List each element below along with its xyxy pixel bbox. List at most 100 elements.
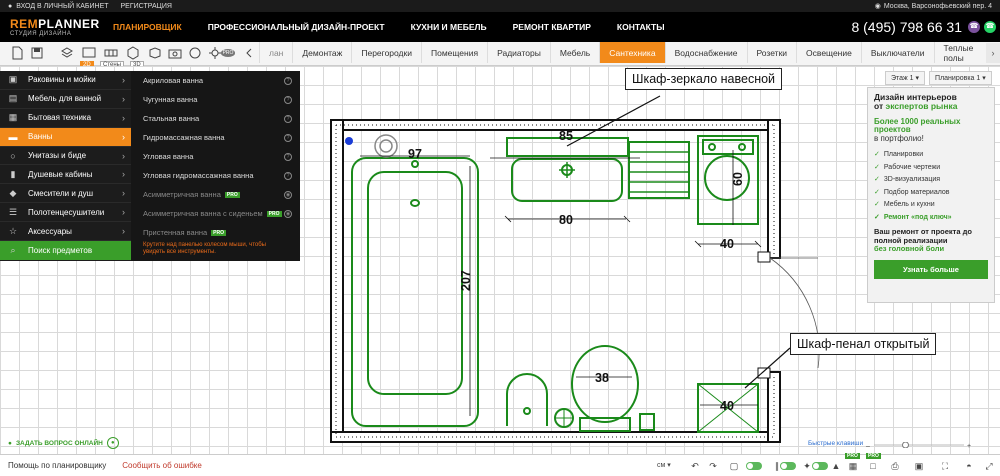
tab-9[interactable]: Освещение [796,42,861,63]
tab-8[interactable]: Розетки [746,42,797,63]
callout-mirror-cabinet[interactable]: Шкаф-зеркало навесной [625,68,783,90]
view-3d-icon[interactable] [124,44,142,62]
tab-0[interactable]: лан [259,42,293,63]
category-6[interactable]: ◆Смесители и душ› [0,184,131,204]
paint-icon[interactable]: ▲ [831,461,841,471]
tab-1[interactable]: Демонтаж [292,42,352,63]
view-2d-icon[interactable] [80,44,98,62]
item-1[interactable]: Чугунная ванна? [131,90,300,109]
nav-renovation[interactable]: РЕМОНТ КВАРТИР [512,22,591,32]
ask-online[interactable]: ● ЗАДАТЬ ВОПРОС ОНЛАЙН ● [0,437,119,449]
settings-icon[interactable] [206,44,224,62]
save-icon[interactable] [28,44,46,62]
help-icon[interactable]: ? [284,152,292,161]
scroll-right-icon[interactable]: › [986,43,1000,63]
render-icon[interactable] [186,44,204,62]
help-link[interactable]: Помощь по планировщику [8,461,107,470]
help-icon[interactable]: ? [284,171,292,180]
category-label: Поиск предметов [28,245,93,255]
category-4[interactable]: ○Унитазы и биде› [0,147,131,166]
item-0[interactable]: Акриловая ванна? [131,71,300,90]
nav-contacts[interactable]: КОНТАКТЫ [616,22,665,32]
eye-icon[interactable]: ◉ [284,190,292,199]
item-5[interactable]: Угловая гидромассажная ванна? [131,166,300,185]
zoom-out-icon[interactable]: – [866,443,870,448]
tab-6[interactable]: Сантехника [599,42,665,63]
zoom-handle[interactable] [902,442,909,448]
walls-icon[interactable] [102,44,120,62]
delete-icon[interactable]: ▢ [729,460,739,471]
category-9[interactable]: ⌕Поиск предметов [0,241,131,260]
category-8[interactable]: ☆Аксессуары› [0,222,131,242]
login-link[interactable]: ● ВХОД В ЛИЧНЫЙ КАБИНЕТ [8,2,109,10]
whatsapp-icon[interactable]: ☎ [984,21,996,33]
category-2[interactable]: ▦Бытовая техника› [0,109,131,128]
tab-5[interactable]: Мебель [549,42,600,63]
toggle-1[interactable] [746,462,762,470]
help-icon[interactable]: ? [284,76,292,85]
undo-icon[interactable]: ↶ [691,460,699,471]
report-error-link[interactable]: Сообщить об ошибке [122,461,202,470]
layers-icon[interactable] [58,44,76,62]
help-icon[interactable]: ? [284,95,292,104]
shower-icon: ▮ [10,168,16,179]
tab-4[interactable]: Радиаторы [487,42,550,63]
plan-dropdown[interactable]: Планировка 1 ▾ [929,71,992,85]
tab-3[interactable]: Помещения [421,42,488,63]
tab-11[interactable]: Теплые полы [933,42,1000,63]
location[interactable]: ◉ Москва, Варсонофьевский пер. 4 [874,2,992,11]
new-file-icon[interactable] [8,44,26,62]
phone-number[interactable]: 8 (495) 798 66 31 [851,19,962,35]
help-icon[interactable]: ? [284,114,292,123]
tab-7[interactable]: Водоснабжение [664,42,747,63]
chevron-right-icon: › [122,74,125,85]
floor-dropdown[interactable]: Этаж 1 ▾ [885,71,926,85]
nav-design-project[interactable]: ПРОФЕССИОНАЛЬНЫЙ ДИЗАЙН-ПРОЕКТ [207,22,385,32]
units-select[interactable]: см ▾ [657,462,671,469]
redo-icon[interactable]: ↷ [709,460,717,471]
item-2[interactable]: Стальная ванна? [131,109,300,128]
fullscreen-icon[interactable]: ⛶ [941,460,949,471]
category-7[interactable]: ☰Полотенцесушители› [0,203,131,223]
callout-pencil-cabinet[interactable]: Шкаф-пенал открытый [790,333,937,355]
nav-planner[interactable]: ПЛАНИРОВЩИК [113,22,182,32]
promo-list-label: Планировки [883,151,924,159]
scroll-left-icon[interactable] [240,44,258,62]
box-icon[interactable] [146,44,164,62]
category-0[interactable]: ▣Раковины и мойки› [0,71,131,90]
tab-10[interactable]: Выключатели [860,42,934,63]
register-link[interactable]: РЕГИСТРАЦИЯ [120,2,172,10]
item-4[interactable]: Угловая ванна? [131,147,300,166]
category-5[interactable]: ▮Душевые кабины› [0,165,131,185]
comment-icon[interactable]: □ [870,461,876,471]
item-label: Чугунная ванна [143,95,198,104]
ruler-icon[interactable]: ∥ [774,460,780,471]
category-3[interactable]: ▬Ванны› [0,127,131,147]
logo[interactable]: REMPLANNER СТУДИЯ ДИЗАЙНА [10,16,100,37]
zoom-fit-icon[interactable]: ◓ [966,461,972,471]
help-icon[interactable]: ? [284,133,292,142]
nav-kitchens[interactable]: КУХНИ И МЕБЕЛЬ [410,22,487,32]
call-icon[interactable]: ● [106,437,119,449]
item-3[interactable]: Гидромассажная ванна? [131,128,300,147]
layers-bottom-icon[interactable]: ▦ [848,460,858,471]
expand-icon[interactable]: ⤢ [985,460,993,471]
eye-icon[interactable]: ◉ [284,209,292,218]
tab-2[interactable]: Перегородки [351,42,421,63]
print-icon[interactable]: ⎙ [891,460,899,471]
toggle-3[interactable] [812,462,828,470]
fit-icon[interactable]: ▣ [914,460,924,471]
toggle-2[interactable] [780,462,796,470]
viber-icon[interactable]: ☎ [968,21,980,33]
category-1[interactable]: ▤Мебель для ванной› [0,90,131,109]
zoom-in-icon[interactable]: + [967,443,971,448]
hotkeys-link[interactable]: Быстрые клавиши [808,440,864,447]
camera-icon[interactable] [166,44,184,62]
magic-icon[interactable]: ✦ [803,460,811,471]
zoom-slider[interactable]: – + [866,442,976,448]
learn-more-button[interactable]: Узнать больше [874,259,988,279]
